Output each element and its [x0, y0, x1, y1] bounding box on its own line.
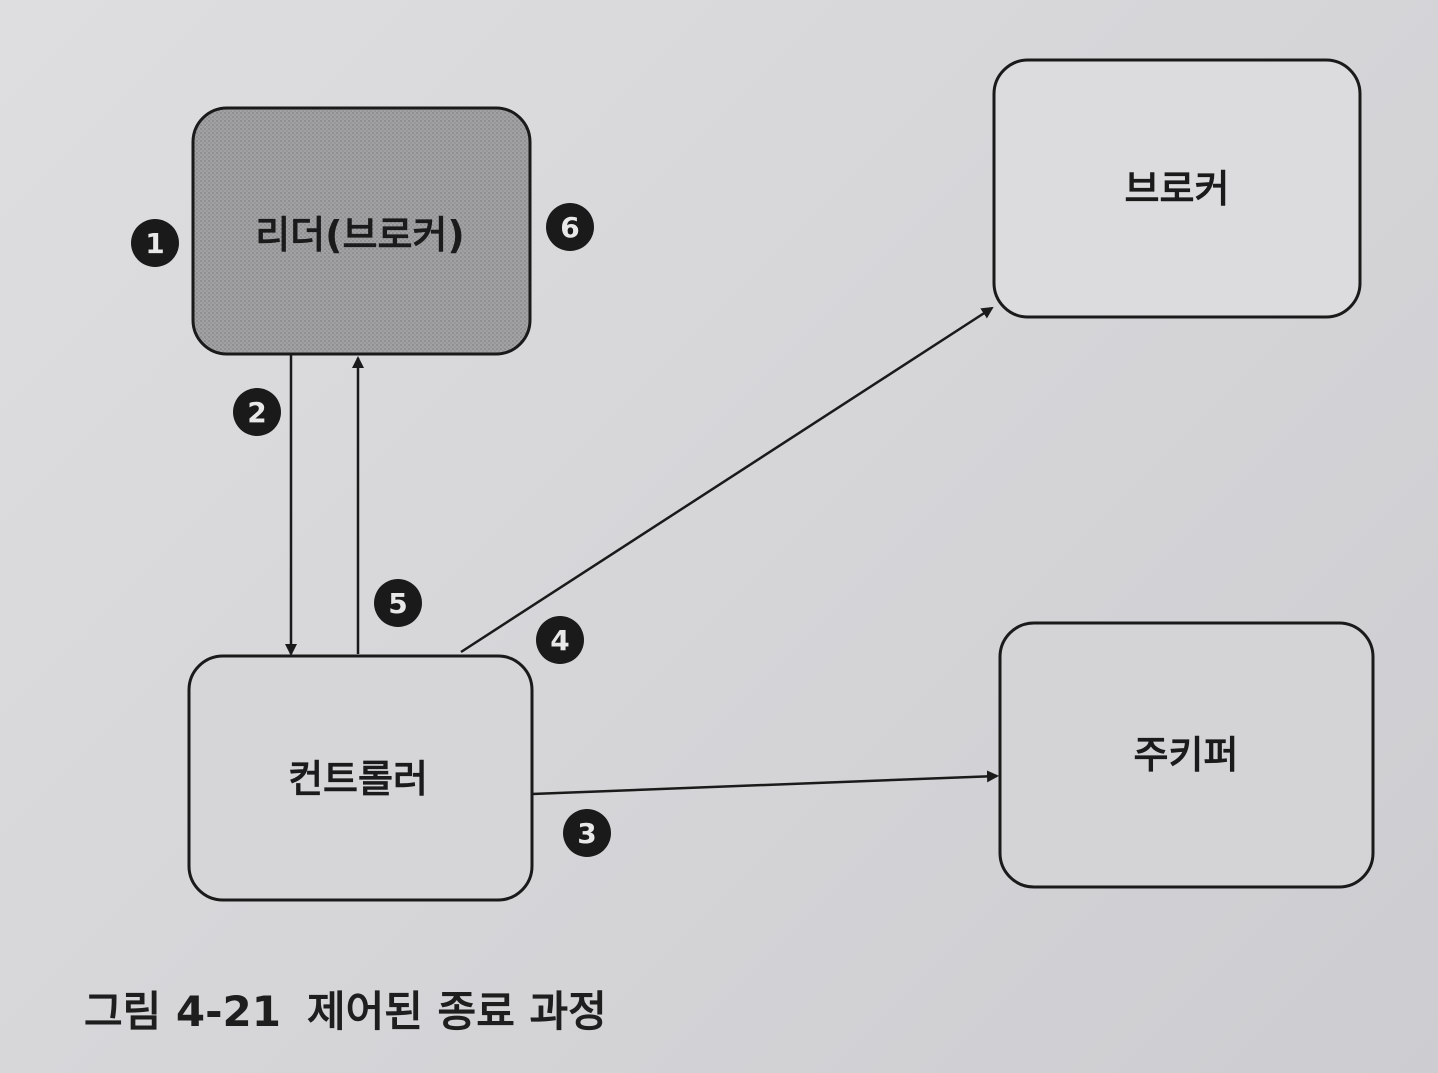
svg-text:3: 3 — [577, 817, 596, 850]
svg-text:6: 6 — [560, 211, 579, 244]
figure-title: 제어된 종료 과정 — [307, 987, 607, 1036]
node-broker: 브로커 — [992, 58, 1362, 319]
step-marker-4: 4 — [536, 616, 584, 664]
node-controller-label: 컨트롤러 — [288, 757, 428, 801]
figure-number: 그림 4-21 — [84, 987, 282, 1036]
figure-caption: 그림 4-21 제어된 종료 과정 — [84, 978, 607, 1039]
svg-text:2: 2 — [247, 396, 266, 429]
node-leader: 리더(브로커) — [191, 106, 532, 356]
diagram: 리더(브로커) 브로커 컨트롤러 주키퍼 1 6 — [131, 58, 1375, 902]
step-marker-1: 1 — [131, 219, 179, 267]
svg-text:5: 5 — [388, 587, 407, 620]
node-leader-label: 리더(브로커) — [255, 213, 465, 257]
step-marker-6: 6 — [546, 203, 594, 251]
arrow-controller-to-broker — [460, 306, 994, 654]
node-broker-label: 브로커 — [1125, 167, 1230, 211]
arrow-controller-to-zookeeper — [531, 770, 999, 796]
step-marker-5: 5 — [374, 579, 422, 627]
node-controller: 컨트롤러 — [187, 654, 534, 902]
step-marker-2: 2 — [233, 388, 281, 436]
node-zookeeper: 주키퍼 — [998, 621, 1375, 889]
step-marker-3: 3 — [563, 809, 611, 857]
node-zookeeper-label: 주키퍼 — [1134, 733, 1239, 777]
svg-text:4: 4 — [550, 624, 569, 657]
svg-text:1: 1 — [145, 227, 164, 260]
